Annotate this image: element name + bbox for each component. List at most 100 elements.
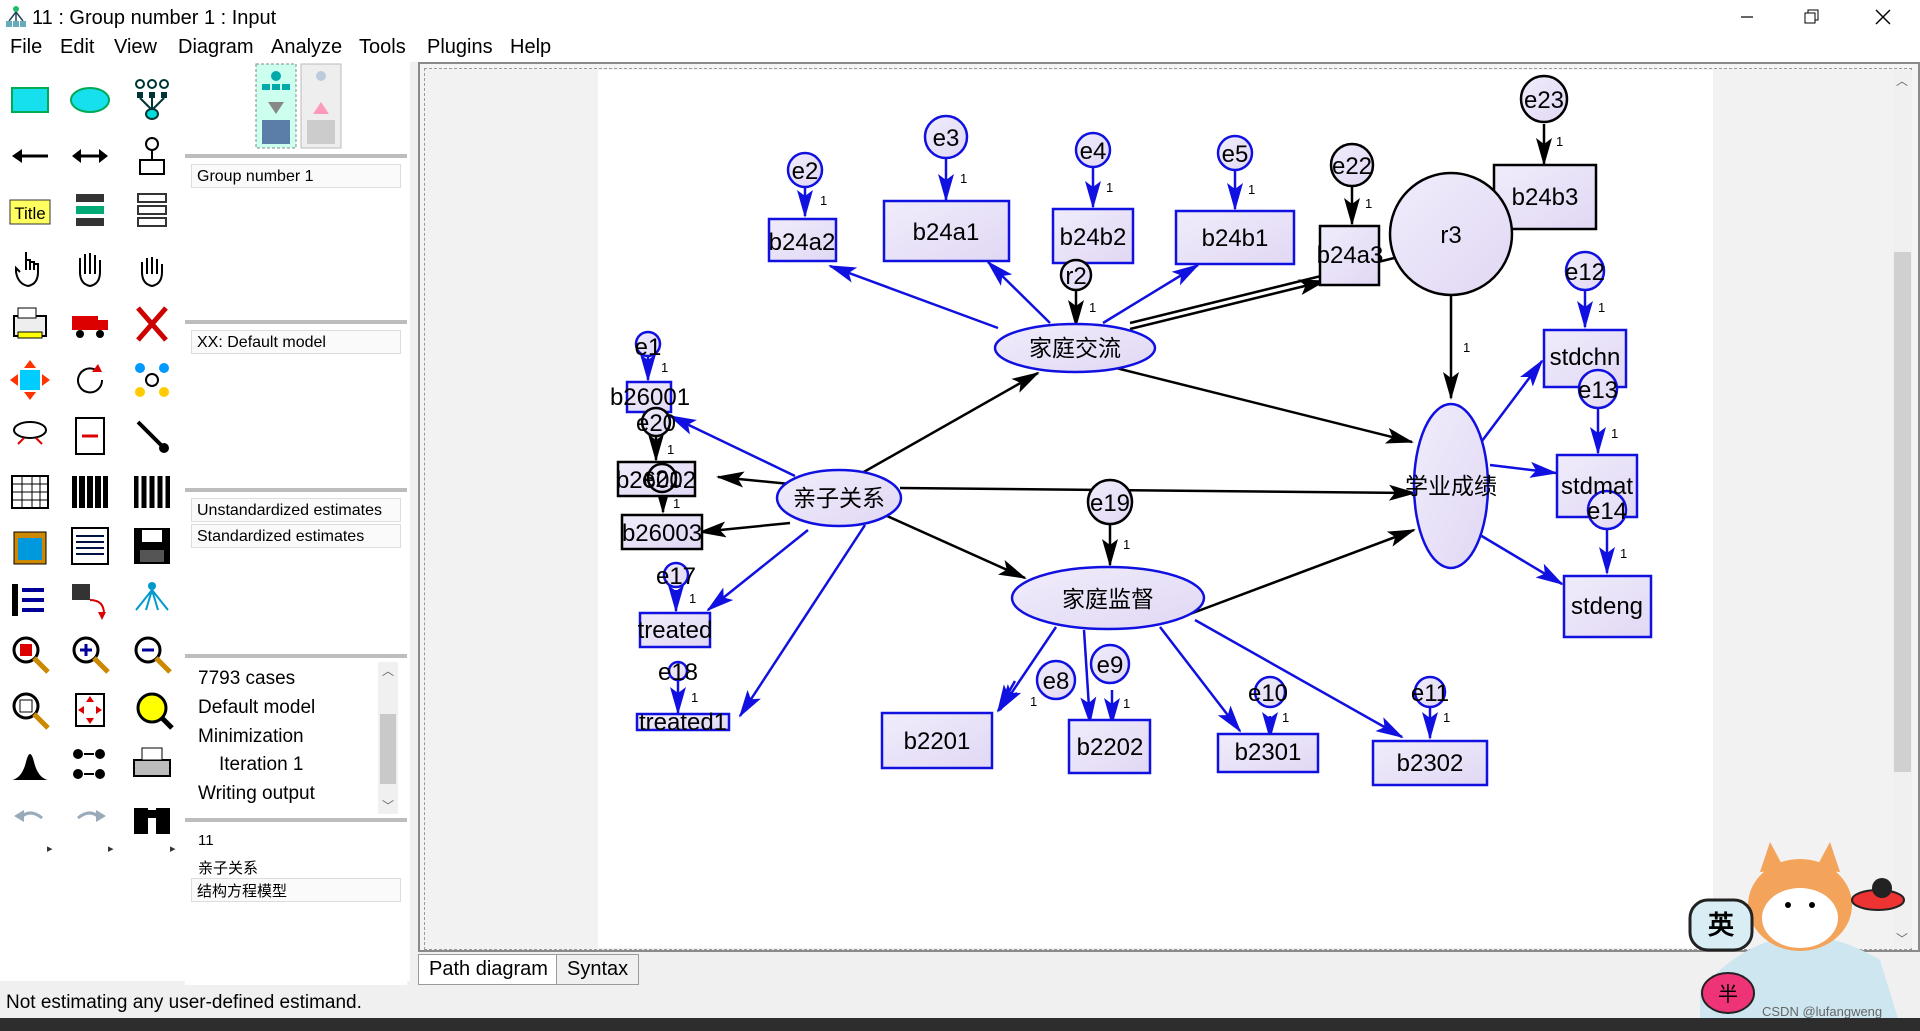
observed-variable-box[interactable] [1174,209,1296,266]
error-circle[interactable] [1413,675,1447,709]
reflect-indicators-tool[interactable] [130,358,174,402]
specification-search-tool[interactable] [130,796,174,840]
rotate-indicators-tool[interactable] [68,358,112,402]
error-circle[interactable] [1074,131,1112,169]
observed-variable-box[interactable] [620,513,704,551]
draw-covariance-tool[interactable] [68,134,112,178]
observed-variable-box[interactable] [1216,732,1320,774]
multiple-group-analysis-tool[interactable] [68,742,112,786]
erase-objects-tool[interactable] [130,302,174,346]
path-arrow[interactable] [1481,359,1544,442]
latent-variable[interactable] [1010,565,1206,631]
scroll-tool[interactable] [68,414,112,458]
add-unique-variable-tool[interactable] [130,134,174,178]
observed-variable-box[interactable] [625,380,673,414]
print-diagram-tool[interactable] [130,742,174,786]
drag-properties-tool[interactable] [68,578,112,622]
tab-syntax[interactable]: Syntax [556,954,640,985]
menu-help[interactable]: Help [510,36,552,58]
observed-variable-box[interactable] [635,712,731,732]
error-circle[interactable] [1059,258,1093,292]
restore-button[interactable] [1777,0,1847,34]
figure-caption-tool[interactable]: Title [8,190,52,234]
redo-tool[interactable] [68,796,112,840]
zoom-out-tool[interactable] [130,632,174,676]
menu-file[interactable]: File [10,36,43,58]
gear-icon[interactable] [1872,878,1892,898]
path-arrow[interactable] [1181,528,1416,619]
view-input-button[interactable] [255,63,297,149]
object-properties-tool[interactable] [8,578,52,622]
close-button[interactable] [1848,0,1918,34]
error-circle[interactable] [786,151,824,189]
path-arrow[interactable] [828,264,999,330]
residual-circle[interactable] [1388,171,1514,297]
scroll-thumb[interactable] [380,714,396,784]
draw-latent-indicator-tool[interactable] [130,78,174,122]
error-circle[interactable] [667,660,689,682]
path-arrow[interactable] [698,521,791,538]
loupe-tool[interactable] [130,688,174,732]
error-circle[interactable] [1519,74,1569,124]
error-circle[interactable] [923,114,969,160]
path-arrow[interactable] [1080,629,1097,725]
analysis-properties-tool[interactable] [68,470,112,514]
observed-variable-box[interactable] [767,217,838,263]
observed-variable-box[interactable] [638,611,712,649]
error-circle[interactable] [1329,142,1375,188]
error-circle[interactable] [646,462,678,494]
deselect-all-objects-tool[interactable] [130,246,174,290]
move-parameter-tool[interactable] [8,414,52,458]
path-arrow[interactable] [1115,366,1414,444]
calculate-estimates-tool[interactable] [130,470,174,514]
list-variables-in-dataset-tool[interactable] [130,190,174,234]
select-all-objects-tool[interactable] [68,246,112,290]
error-circle[interactable] [1577,368,1619,410]
observed-variable-box[interactable] [880,711,994,770]
view-output-button[interactable] [300,63,342,149]
select-data-files-tool[interactable] [8,470,52,514]
scroll-up-icon[interactable]: ︿ [382,664,395,678]
menu-view[interactable]: View [114,36,157,58]
latent-variable[interactable] [1412,402,1490,570]
path-arrow[interactable] [1489,461,1558,478]
path-arrow[interactable] [1159,626,1242,733]
scroll-thumb[interactable] [1894,252,1911,772]
path-arrow[interactable] [668,414,796,478]
list-variables-in-model-tool[interactable] [68,190,112,234]
canvas-vertical-scrollbar[interactable]: ︿ ﹀ [1893,70,1912,948]
menu-tools[interactable]: Tools [359,36,406,58]
ime-mascot-widget[interactable]: 英 半 [1688,842,1905,1025]
preserve-symmetries-tool[interactable] [130,578,174,622]
tab-path-diagram[interactable]: Path diagram [418,954,559,985]
copy-to-clipboard-tool[interactable] [8,524,52,568]
path-arrow[interactable] [886,514,1027,580]
standardized-estimates-item[interactable]: Standardized estimates [191,524,401,548]
scroll-down-icon[interactable]: ﹀ [1896,932,1909,946]
error-circle[interactable] [1253,675,1287,709]
error-circle[interactable] [1086,478,1134,526]
draw-unobserved-variable-tool[interactable] [68,78,112,122]
path-arrow[interactable] [996,680,1018,713]
log-scrollbar[interactable]: ︿ ﹀ [378,662,398,814]
error-circle[interactable] [1586,489,1628,531]
observed-variable-box[interactable] [1051,207,1135,265]
draw-observed-variable-tool[interactable] [8,78,52,122]
observed-variable-box[interactable] [1318,224,1381,287]
path-arrow[interactable] [706,529,809,612]
path-arrow[interactable] [1479,533,1564,586]
path-arrow[interactable] [986,260,1051,324]
observed-variable-box[interactable] [1562,574,1653,639]
select-one-object-tool[interactable] [8,246,52,290]
menu-plugins[interactable]: Plugins [427,36,493,58]
menu-edit[interactable]: Edit [60,36,95,58]
move-objects-tool[interactable] [68,302,112,346]
error-circle[interactable] [662,561,690,589]
menu-analyze[interactable]: Analyze [271,36,343,58]
save-diagram-tool[interactable] [130,524,174,568]
minimize-button[interactable] [1712,0,1782,34]
bayesian-estimation-tool[interactable] [8,742,52,786]
zoom-in-tool[interactable] [68,632,112,676]
undo-tool[interactable] [8,796,52,840]
error-circle[interactable] [1089,643,1131,685]
